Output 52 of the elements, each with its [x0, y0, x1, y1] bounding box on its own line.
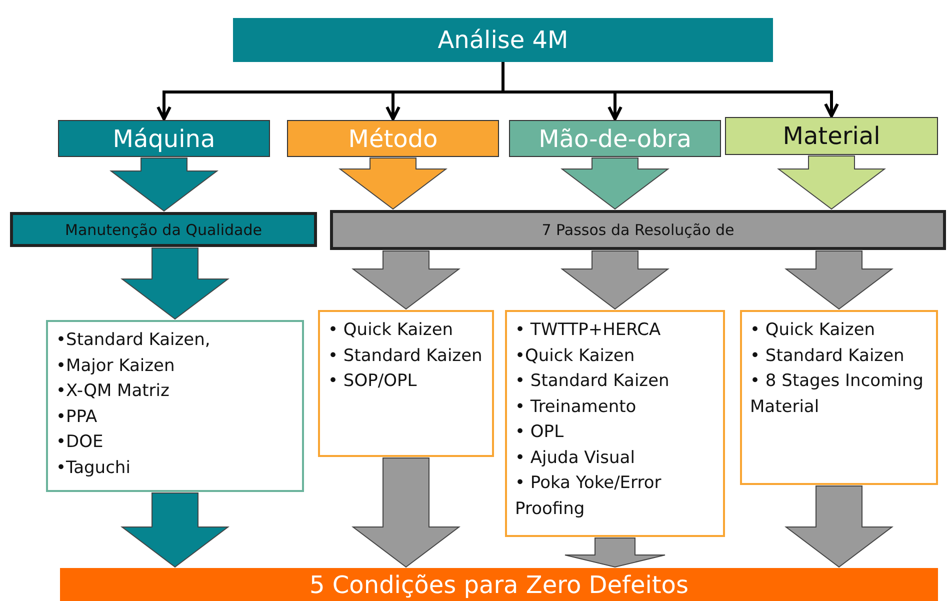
list-item: •Major Kaizen: [56, 354, 176, 378]
box-label: Método: [348, 124, 438, 152]
list-item: • Quick Kaizen: [750, 319, 876, 342]
title-box: [233, 18, 773, 62]
block-arrow: [564, 538, 666, 568]
category-box: [287, 120, 499, 157]
list-item: • Quick Kaizen: [328, 319, 454, 342]
box-label: Manutenção da Qualidade: [65, 220, 262, 238]
block-arrow: [777, 156, 886, 210]
block-arrow: [338, 158, 448, 210]
list-item: • TWTTP+HERCA: [515, 319, 662, 342]
list-item: • SOP/OPL: [328, 370, 418, 393]
block-arrow: [352, 458, 460, 568]
list-box: [505, 310, 725, 537]
list-item: •PPA: [56, 406, 98, 428]
list-item: • Standard Kaizen: [515, 370, 670, 393]
box-label: 5 Condições para Zero Defeitos: [310, 570, 688, 598]
list-box: [740, 310, 938, 485]
list-item: • Standard Kaizen: [328, 344, 484, 368]
list-item: • Poka Yoke/Error Proofing: [515, 472, 662, 520]
box-label: 7 Passos da Resolução de: [542, 221, 734, 239]
box-label: Mão-de-obra: [538, 124, 692, 152]
box-label: Material: [782, 122, 880, 150]
list-item: •X-QM Matriz: [56, 380, 170, 403]
list-item: • OPL: [515, 421, 565, 444]
list-item: •Taguchi: [56, 456, 132, 480]
block-arrow: [784, 486, 894, 568]
category-box: [725, 117, 938, 155]
box-label: Análise 4M: [438, 26, 568, 54]
list-item: • Ajuda Visual: [515, 446, 636, 470]
list-item: •DOE: [56, 431, 104, 454]
list-item: • 8 Stages Incoming Material: [750, 370, 924, 418]
list-item: •Standard Kaizen,: [56, 329, 212, 352]
category-box: [58, 120, 270, 157]
band-box: [330, 210, 946, 250]
list-box: [46, 320, 304, 492]
block-arrow: [784, 250, 894, 310]
list-item: • Treinamento: [515, 396, 638, 418]
list-item: • Standard Kaizen: [750, 344, 906, 368]
list-box: [318, 310, 494, 457]
category-box: [509, 120, 721, 157]
footer-bar: [60, 568, 938, 601]
block-arrow: [352, 250, 460, 310]
band-box: [10, 212, 317, 247]
block-arrow: [120, 492, 230, 568]
list-item: •Quick Kaizen: [515, 344, 636, 368]
block-arrow: [560, 158, 670, 210]
box-label: Máquina: [112, 124, 216, 152]
arrow: [502, 62, 839, 118]
block-arrow: [560, 250, 670, 310]
block-arrow: [120, 248, 230, 320]
block-arrow: [110, 158, 218, 212]
